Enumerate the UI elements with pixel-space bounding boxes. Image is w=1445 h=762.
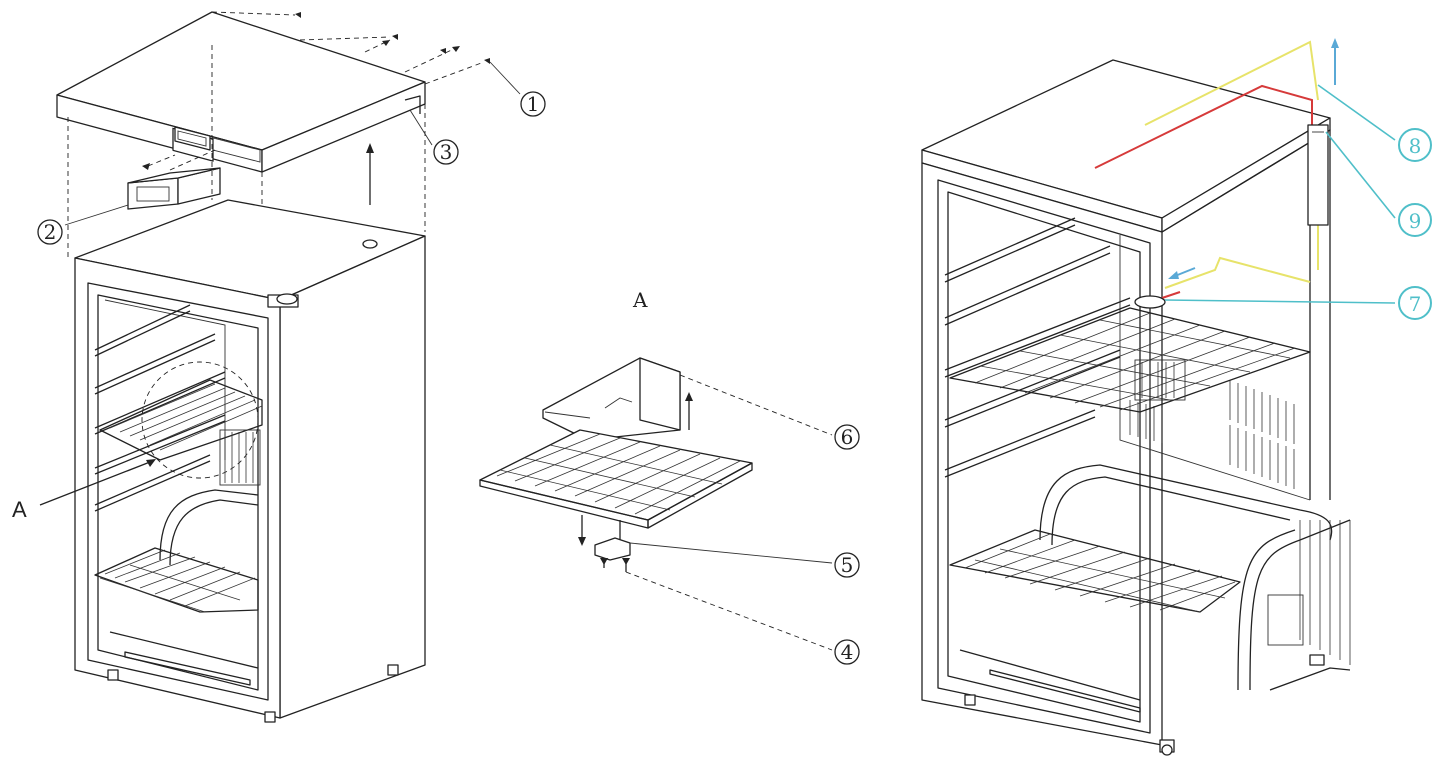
callout-7: 7 xyxy=(1398,286,1432,320)
callout-3: 3 xyxy=(433,139,459,165)
right-assembled-view: 8 9 7 xyxy=(921,38,1432,756)
detail-title: A xyxy=(632,288,648,312)
callout-6: 6 xyxy=(834,424,860,450)
callout-3-text: 3 xyxy=(440,140,453,164)
detail-a-view: A xyxy=(479,288,860,665)
cabinet-body xyxy=(39,199,426,723)
callout-7-text: 7 xyxy=(1409,292,1422,316)
callout-2: 2 xyxy=(37,219,63,245)
screws-1 xyxy=(211,11,521,95)
callout-8: 8 xyxy=(1398,128,1432,162)
callout-8-text: 8 xyxy=(1409,134,1422,158)
callout-1-text: 1 xyxy=(527,92,540,116)
top-cover xyxy=(56,11,426,173)
left-exploded-view: 1 3 2 A xyxy=(12,11,546,723)
callout-9: 9 xyxy=(1398,203,1432,237)
callout-5-text: 5 xyxy=(841,553,854,577)
callout-4: 4 xyxy=(834,639,860,665)
callout-5: 5 xyxy=(834,552,860,578)
callout-2-text: 2 xyxy=(44,220,57,244)
detail-ref-label: A xyxy=(12,497,27,522)
callout-1: 1 xyxy=(520,91,546,117)
callout-9-text: 9 xyxy=(1409,209,1422,233)
callout-4-text: 4 xyxy=(841,640,854,664)
controller-module xyxy=(64,149,221,226)
callout-6-text: 6 xyxy=(841,425,854,449)
